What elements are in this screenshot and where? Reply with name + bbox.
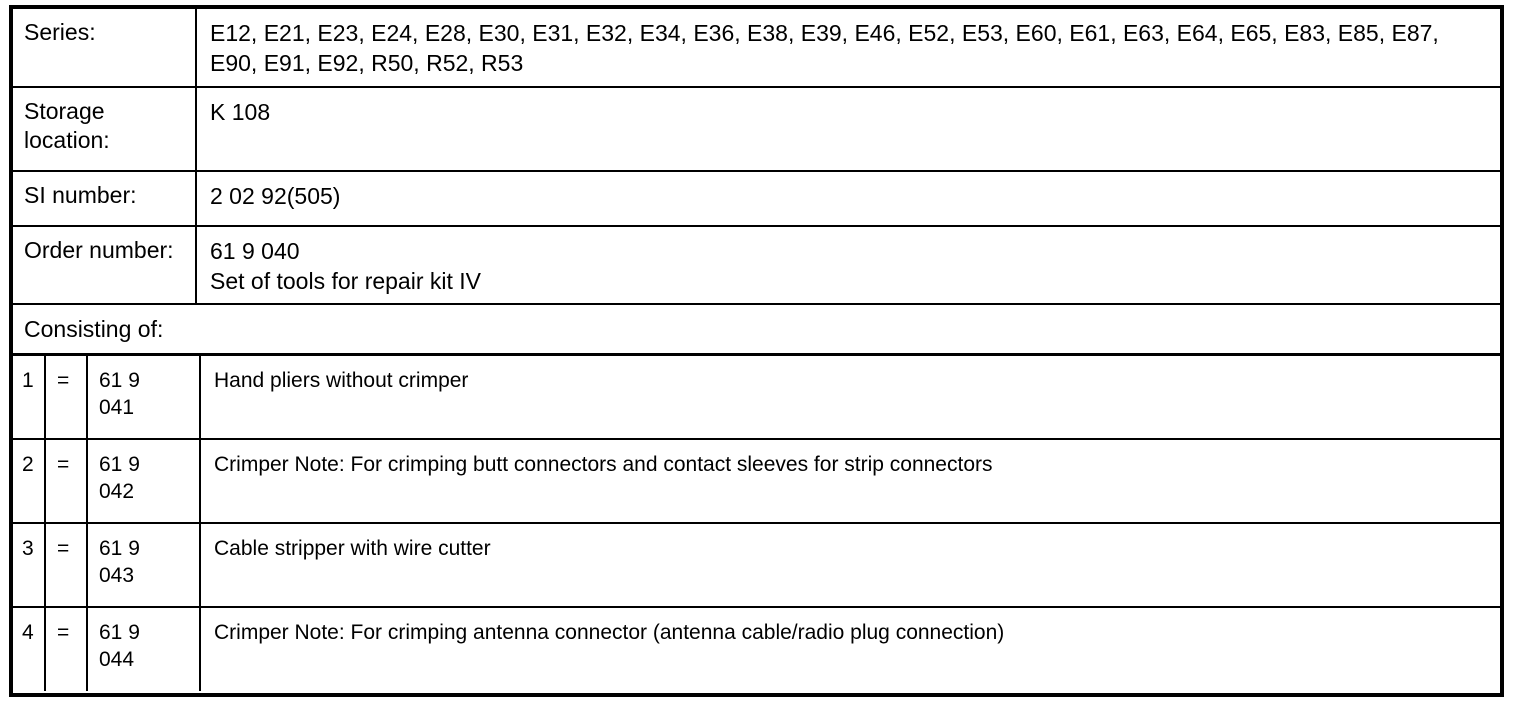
field-label-series: Series:	[13, 9, 197, 86]
item-equals-sign: =	[46, 440, 88, 522]
item-description: Crimper Note: For crimping butt connecto…	[214, 453, 993, 476]
field-value-series: E12, E21, E23, E24, E28, E30, E31, E32, …	[210, 20, 1439, 76]
field-value-storage-location: K 108	[210, 99, 271, 125]
table-row-storage-location: Storage location: K 108	[13, 88, 1500, 172]
table-row-si-number: SI number: 2 02 92(505)	[13, 172, 1500, 227]
field-label-storage-location: Storage location:	[13, 88, 197, 170]
item-description: Crimper Note: For crimping antenna conne…	[214, 621, 1005, 644]
item-index: 1	[13, 356, 46, 438]
item-part-number: 61 9 041	[88, 356, 201, 438]
item-equals-sign: =	[46, 608, 88, 691]
field-value-si-number: 2 02 92(505)	[210, 183, 341, 209]
item-part-number: 61 9 044	[88, 608, 201, 691]
item-part-number: 61 9 042	[88, 440, 201, 522]
item-description: Cable stripper with wire cutter	[214, 537, 491, 560]
item-part-number: 61 9 043	[88, 524, 201, 606]
table-row: 2 = 61 9 042 Crimper Note: For crimping …	[13, 440, 1500, 524]
spec-table: Series: E12, E21, E23, E24, E28, E30, E3…	[9, 5, 1504, 697]
table-row-order-number: Order number: 61 9 040 Set of tools for …	[13, 227, 1500, 305]
item-equals-sign: =	[46, 356, 88, 438]
consisting-of-heading: Consisting of:	[13, 305, 1500, 356]
field-label-si-number: SI number:	[13, 172, 197, 225]
field-value-order-number: 61 9 040 Set of tools for repair kit IV	[210, 238, 482, 294]
field-label-order-number: Order number:	[13, 227, 197, 303]
table-row: 3 = 61 9 043 Cable stripper with wire cu…	[13, 524, 1500, 608]
item-index: 3	[13, 524, 46, 606]
table-row: 1 = 61 9 041 Hand pliers without crimper	[13, 356, 1500, 440]
item-index: 2	[13, 440, 46, 522]
table-row: 4 = 61 9 044 Crimper Note: For crimping …	[13, 608, 1500, 691]
item-description: Hand pliers without crimper	[214, 369, 469, 392]
item-equals-sign: =	[46, 524, 88, 606]
item-index: 4	[13, 608, 46, 691]
table-row-series: Series: E12, E21, E23, E24, E28, E30, E3…	[13, 9, 1500, 88]
